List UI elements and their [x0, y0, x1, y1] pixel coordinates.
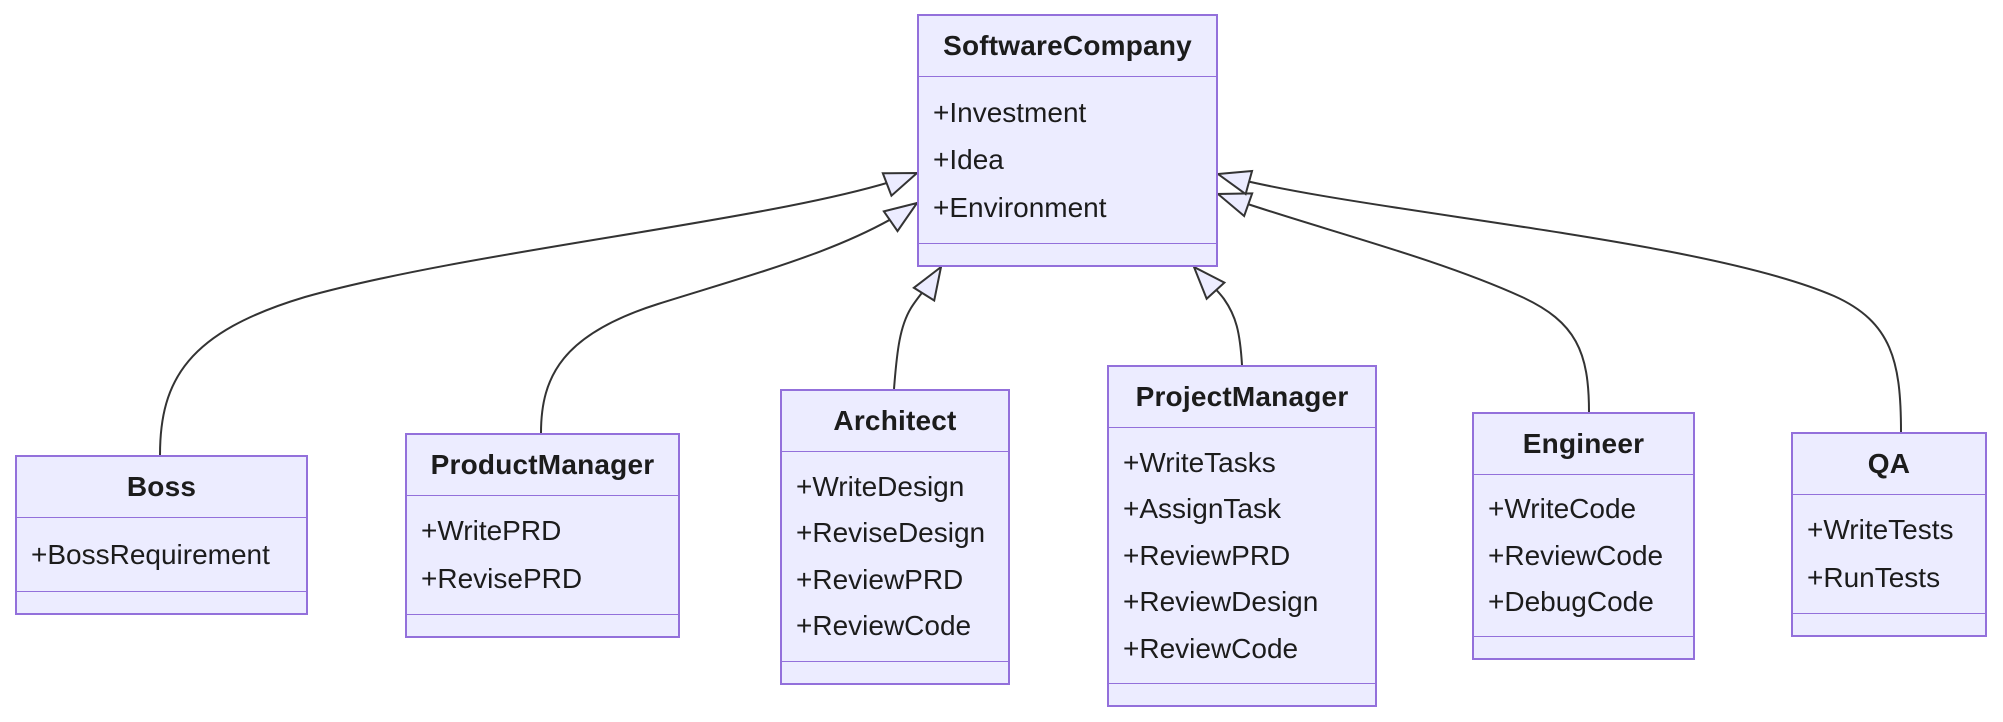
class-attribute: +WritePRD	[421, 515, 562, 547]
class-methods-empty	[1793, 613, 1985, 635]
class-title: ProjectManager	[1109, 367, 1375, 428]
class-attribute: +RevisePRD	[421, 562, 583, 594]
class-attribute: +BossRequirement	[31, 538, 270, 570]
inheritance-arrow-engineer	[1218, 194, 1590, 413]
class-attribute: +WriteDesign	[796, 470, 965, 502]
class-attribute: +Investment	[933, 96, 1087, 128]
class-attribute: +DebugCode	[1488, 585, 1654, 617]
class-attribute: +Environment	[933, 191, 1107, 223]
class-box-software-company: SoftwareCompany +Investment +Idea +Envir…	[917, 14, 1218, 267]
class-methods-empty	[1474, 636, 1693, 658]
class-methods-empty	[782, 661, 1008, 683]
class-box-architect: Architect +WriteDesign +ReviseDesign +Re…	[780, 389, 1010, 685]
class-attribute: +RunTests	[1807, 561, 1941, 593]
class-title: Boss	[17, 457, 306, 518]
inheritance-arrow-project-manager	[1194, 267, 1243, 366]
inheritance-arrow-product-manager	[540, 203, 917, 434]
class-attributes: +WriteTests +RunTests	[1793, 495, 1985, 613]
class-attributes: +BossRequirement	[17, 518, 306, 591]
inheritance-arrow-architect	[893, 267, 941, 390]
class-attributes: +WriteTasks +AssignTask +ReviewPRD +Revi…	[1109, 428, 1375, 683]
class-title: SoftwareCompany	[919, 16, 1216, 77]
class-box-project-manager: ProjectManager +WriteTasks +AssignTask +…	[1107, 365, 1377, 707]
class-methods-empty	[17, 591, 306, 613]
class-attributes: +WriteCode +ReviewCode +DebugCode	[1474, 475, 1693, 636]
class-methods-empty	[407, 614, 678, 636]
class-attribute: +ReviewPRD	[1123, 539, 1291, 571]
class-attribute: +ReviewDesign	[1123, 586, 1319, 617]
class-attributes: +Investment +Idea +Environment	[919, 77, 1216, 243]
class-attribute: +ReviewCode	[1123, 632, 1299, 664]
class-attribute: +ReviewCode	[1488, 539, 1664, 571]
class-methods-empty	[919, 243, 1216, 265]
class-attribute: +WriteTests	[1807, 514, 1954, 546]
class-attribute: +WriteTasks	[1123, 446, 1276, 478]
class-attributes: +WriteDesign +ReviseDesign +ReviewPRD +R…	[782, 452, 1008, 661]
inheritance-arrow-boss	[159, 173, 917, 456]
class-title: QA	[1793, 434, 1985, 495]
class-methods-empty	[1109, 683, 1375, 705]
class-attribute: +Idea	[933, 144, 1004, 175]
class-attribute: +WriteCode	[1488, 493, 1637, 525]
class-box-boss: Boss +BossRequirement	[15, 455, 308, 615]
class-attribute: +ReviewCode	[796, 610, 972, 642]
class-attributes: +WritePRD +RevisePRD	[407, 496, 678, 614]
class-title: Architect	[782, 391, 1008, 452]
class-attribute: +AssignTask	[1123, 493, 1281, 524]
class-box-product-manager: ProductManager +WritePRD +RevisePRD	[405, 433, 680, 638]
class-title: ProductManager	[407, 435, 678, 496]
inheritance-arrow-qa	[1218, 174, 1902, 433]
class-box-engineer: Engineer +WriteCode +ReviewCode +DebugCo…	[1472, 412, 1695, 660]
class-box-qa: QA +WriteTests +RunTests	[1791, 432, 1987, 637]
class-attribute: +ReviewPRD	[796, 563, 964, 595]
class-title: Engineer	[1474, 414, 1693, 475]
class-attribute: +ReviseDesign	[796, 517, 986, 549]
